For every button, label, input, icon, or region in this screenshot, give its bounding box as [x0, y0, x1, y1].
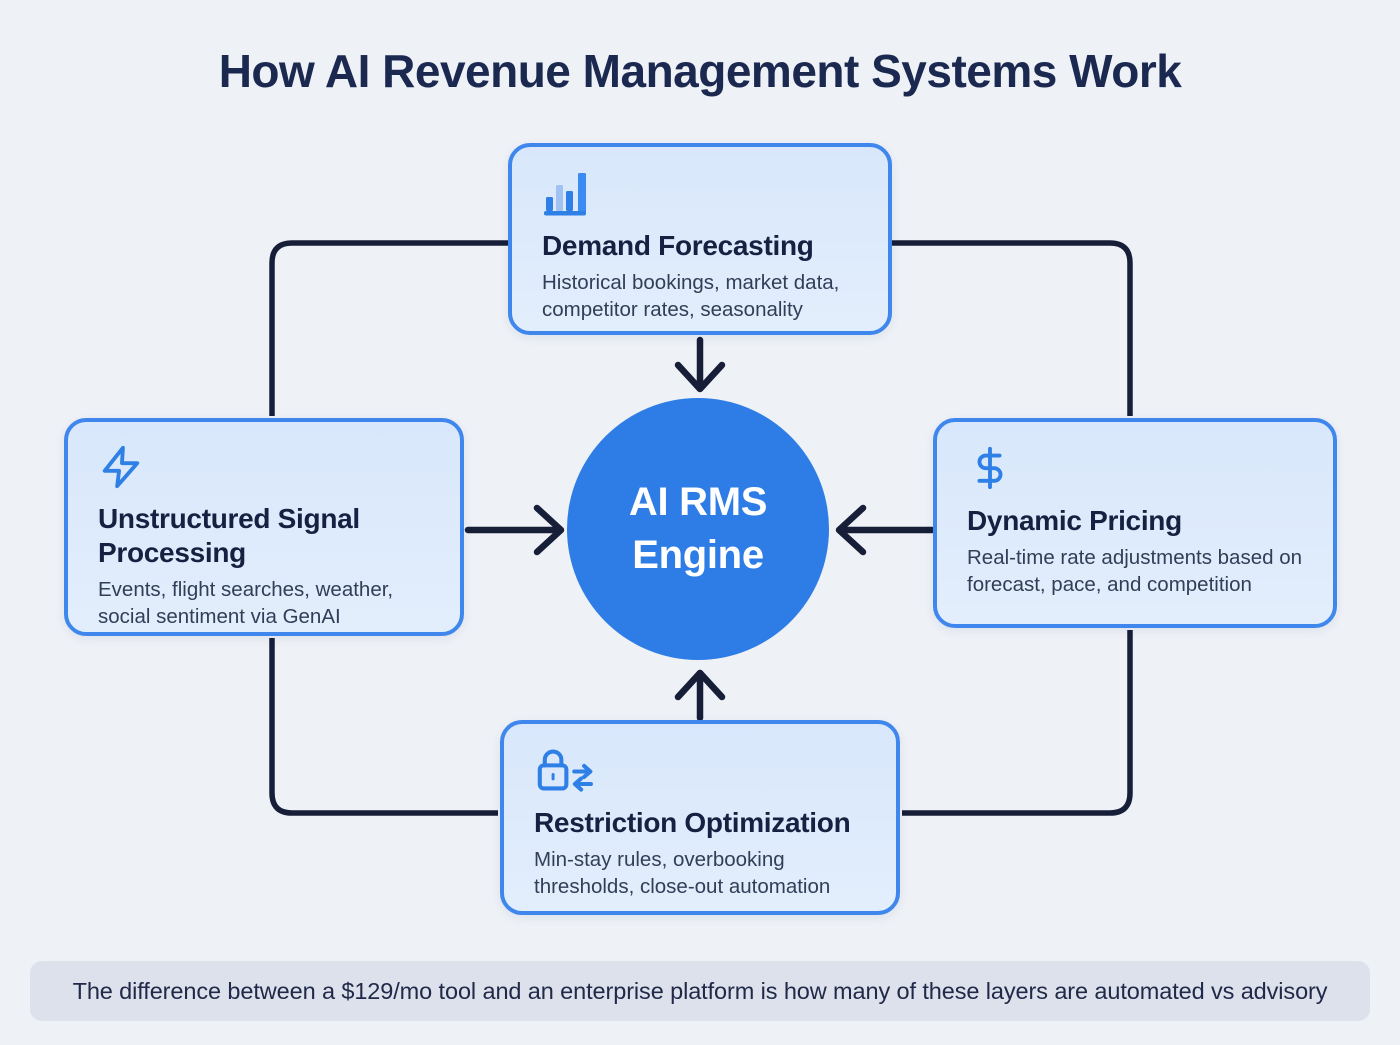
- arrow-down-icon: [674, 336, 726, 393]
- arrow-left-icon: [835, 504, 936, 556]
- connector-left-to-bottom: [269, 638, 498, 816]
- node-title: Unstructured Signal Processing: [98, 503, 360, 569]
- page-title: How AI Revenue Management Systems Work: [218, 45, 1182, 97]
- connector-top-to-right: [892, 240, 1133, 416]
- node-title: Restriction Optimization: [534, 807, 851, 838]
- footer-note-bar: The difference between a $129/mo tool an…: [30, 961, 1370, 1021]
- lightning-bolt-icon: [98, 444, 430, 490]
- bar-chart-icon: [542, 169, 858, 217]
- footer-note-text: The difference between a $129/mo tool an…: [72, 977, 1328, 1004]
- dollar-sign-icon: [967, 444, 1303, 492]
- node-description: Events, flight searches, weather, social…: [98, 578, 394, 628]
- ai-rms-engine-circle: AI RMS Engine: [567, 398, 829, 660]
- arrow-right-icon: [464, 504, 565, 556]
- node-description: Min-stay rules, overbooking thresholds, …: [534, 848, 831, 898]
- lock-swap-icon: [534, 746, 866, 794]
- connector-right-to-bottom: [902, 630, 1133, 816]
- node-title: Demand Forecasting: [542, 230, 814, 261]
- node-description: Real-time rate adjustments based on fore…: [967, 546, 1303, 596]
- node-description: Historical bookings, market data, compet…: [542, 271, 840, 321]
- node-dynamic-pricing: Dynamic Pricing Real-time rate adjustmen…: [933, 418, 1337, 628]
- node-restriction-optimization: Restriction Optimization Min-stay rules,…: [500, 720, 900, 915]
- arrow-up-icon: [674, 669, 726, 722]
- node-demand-forecasting: Demand Forecasting Historical bookings, …: [508, 143, 892, 335]
- node-title: Dynamic Pricing: [967, 505, 1182, 536]
- engine-label: AI RMS Engine: [628, 480, 768, 577]
- connector-top-to-left: [269, 240, 508, 416]
- node-unstructured-signal-processing: Unstructured Signal Processing Events, f…: [64, 418, 464, 636]
